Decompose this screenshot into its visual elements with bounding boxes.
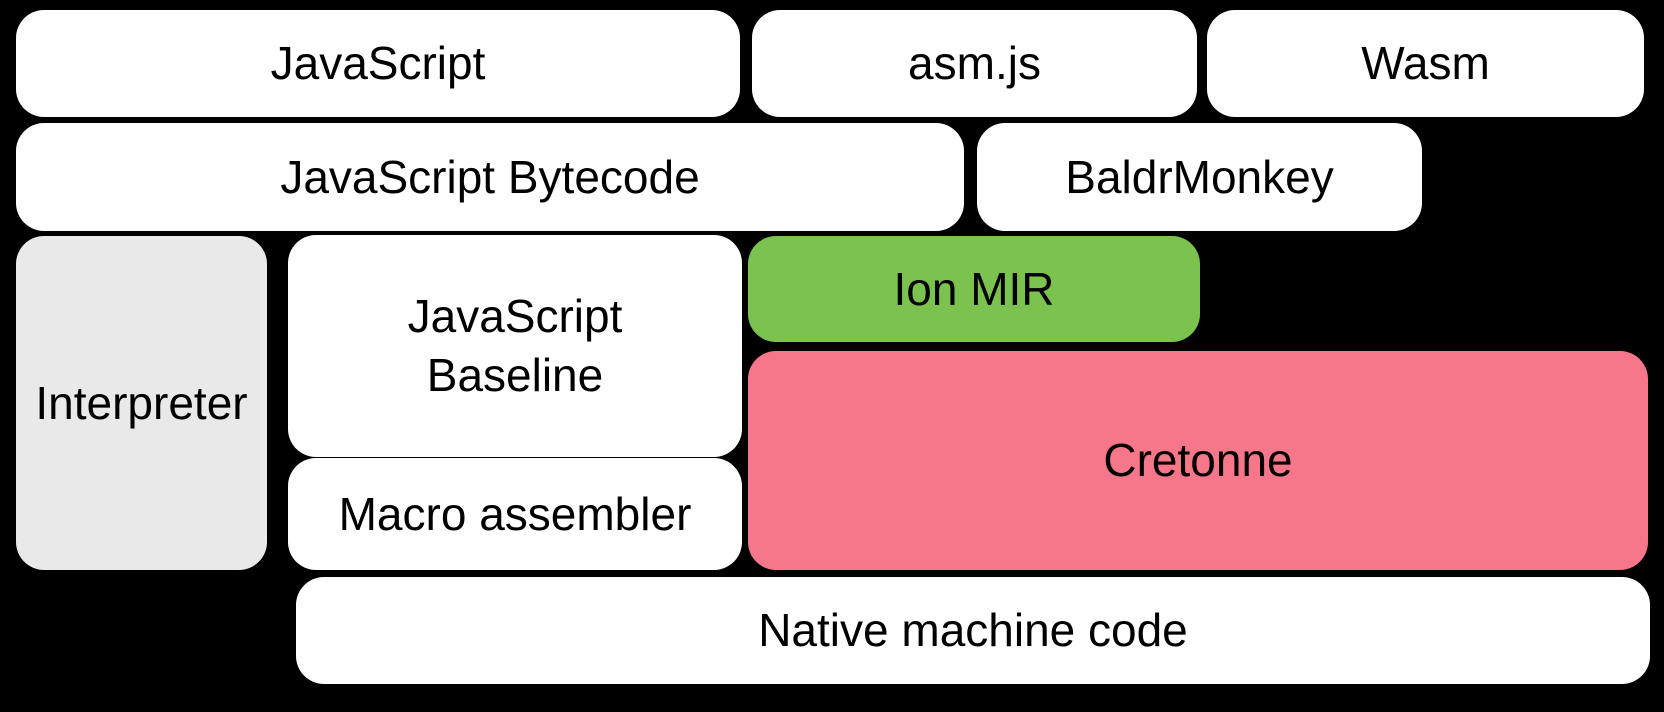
box-cretonne-label: Cretonne — [1103, 434, 1293, 487]
box-native-machine-code: Native machine code — [296, 577, 1650, 684]
box-baldrmonkey: BaldrMonkey — [977, 123, 1422, 231]
box-wasm-label: Wasm — [1361, 37, 1490, 90]
box-javascript-baseline-label: JavaScript Baseline — [407, 290, 623, 401]
box-javascript-bytecode-label: JavaScript Bytecode — [280, 150, 700, 203]
box-javascript-label: JavaScript — [270, 37, 486, 90]
box-baldrmonkey-label: BaldrMonkey — [1065, 150, 1334, 203]
box-ion-mir: Ion MIR — [748, 236, 1200, 342]
box-macro-assembler: Macro assembler — [288, 458, 742, 570]
box-interpreter-label: Interpreter — [35, 376, 248, 429]
box-asmjs-label: asm.js — [908, 37, 1041, 90]
box-native-machine-code-label: Native machine code — [758, 604, 1188, 657]
box-ion-mir-label: Ion MIR — [893, 262, 1055, 315]
box-cretonne: Cretonne — [748, 351, 1648, 570]
box-asmjs: asm.js — [752, 10, 1197, 117]
box-javascript-baseline: JavaScript Baseline — [288, 235, 742, 457]
box-javascript-bytecode: JavaScript Bytecode — [16, 123, 964, 231]
box-interpreter: Interpreter — [16, 236, 267, 570]
box-wasm: Wasm — [1207, 10, 1644, 117]
box-javascript: JavaScript — [16, 10, 740, 117]
box-macro-assembler-label: Macro assembler — [338, 487, 692, 540]
